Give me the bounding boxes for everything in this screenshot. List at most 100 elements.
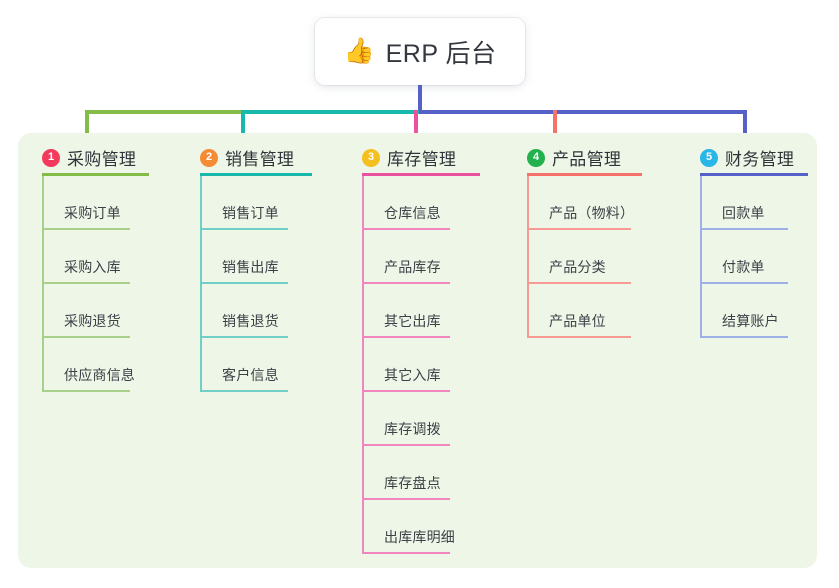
branch-spine (700, 176, 702, 338)
leaf-item[interactable]: 采购退货 (42, 304, 130, 338)
leaf-item[interactable]: 客户信息 (200, 358, 288, 392)
branch-number-badge: 1 (42, 148, 60, 167)
leaf-item-label: 采购订单 (64, 205, 121, 221)
leaf-item[interactable]: 产品库存 (362, 250, 450, 284)
branch-column-财务管理: 5 财务管理回款单付款单结算账户 (700, 133, 808, 588)
leaf-item-label: 产品单位 (549, 313, 606, 329)
leaf-item-rule (362, 336, 450, 338)
root-node-content: 👍 ERP 后台 (343, 34, 496, 70)
leaf-item[interactable]: 回款单 (700, 196, 788, 230)
leaf-item[interactable]: 出库库明细 (362, 520, 455, 554)
branch-title: 销售管理 (225, 150, 295, 169)
leaf-item-rule (700, 228, 788, 230)
leaf-item-rule (362, 498, 450, 500)
branch-header-rule (700, 173, 808, 176)
leaf-item-label: 销售退货 (222, 313, 279, 329)
branch-spine (527, 176, 529, 338)
leaf-item[interactable]: 销售出库 (200, 250, 288, 284)
branch-number-badge: 4 (527, 148, 545, 167)
branch-header-4[interactable]: 4 产品管理 (527, 145, 621, 170)
leaf-item-label: 其它入库 (384, 367, 441, 383)
leaf-item[interactable]: 产品单位 (527, 304, 631, 338)
leaf-item-label: 付款单 (722, 259, 765, 275)
branch-title: 采购管理 (67, 150, 137, 169)
leaf-item-rule (700, 336, 788, 338)
leaf-item-label: 销售订单 (222, 205, 279, 221)
branch-number-badge: 2 (200, 148, 218, 167)
leaf-item[interactable]: 库存调拨 (362, 412, 450, 446)
leaf-item[interactable]: 采购入库 (42, 250, 130, 284)
connector-segment-2 (241, 110, 419, 114)
leaf-item-rule (42, 390, 130, 392)
root-node-title: ERP 后台 (385, 39, 497, 68)
leaf-item-label: 客户信息 (222, 367, 279, 383)
connector-drop-4 (553, 110, 557, 139)
leaf-item[interactable]: 产品（物料） (527, 196, 635, 230)
connector-drop-1 (85, 110, 89, 139)
leaf-item-rule (362, 228, 450, 230)
leaf-item-rule (527, 282, 631, 284)
branch-number-badge: 5 (700, 148, 718, 167)
leaf-item-rule (527, 228, 631, 230)
leaf-item-label: 产品分类 (549, 259, 606, 275)
leaf-item-label: 其它出库 (384, 313, 441, 329)
leaf-item[interactable]: 其它入库 (362, 358, 450, 392)
branch-title: 财务管理 (725, 150, 795, 169)
branch-title: 库存管理 (387, 150, 457, 169)
connector-segment-1 (85, 110, 241, 114)
leaf-item-label: 仓库信息 (384, 205, 441, 221)
leaf-item[interactable]: 采购订单 (42, 196, 130, 230)
leaf-item[interactable]: 库存盘点 (362, 466, 450, 500)
branch-spine (42, 176, 44, 392)
branch-column-产品管理: 4 产品管理产品（物料） 产品分类产品单位 (527, 133, 642, 588)
leaf-item[interactable]: 仓库信息 (362, 196, 450, 230)
leaf-item-rule (200, 228, 288, 230)
leaf-item-rule (200, 390, 288, 392)
leaf-item-rule (362, 552, 450, 554)
root-node[interactable]: 👍 ERP 后台 (315, 18, 525, 85)
leaf-item[interactable]: 销售订单 (200, 196, 288, 230)
branch-header-2[interactable]: 2 销售管理 (200, 145, 294, 170)
leaf-item-rule (200, 336, 288, 338)
branch-header-1[interactable]: 1 采购管理 (42, 145, 136, 170)
branch-spine (200, 176, 202, 392)
leaf-item-label: 供应商信息 (64, 367, 135, 383)
leaf-item-rule (42, 228, 130, 230)
leaf-item-rule (200, 282, 288, 284)
leaf-item-rule (362, 444, 450, 446)
leaf-item-label: 库存调拨 (384, 421, 441, 437)
leaf-item-rule (527, 336, 631, 338)
connector-segment-3 (419, 110, 747, 114)
leaf-item-label: 结算账户 (722, 313, 779, 329)
leaf-item[interactable]: 销售退货 (200, 304, 288, 338)
leaf-item[interactable]: 其它出库 (362, 304, 450, 338)
branch-column-销售管理: 2 销售管理销售订单销售出库销售退货客户信息 (200, 133, 312, 588)
leaf-item-label: 采购入库 (64, 259, 121, 275)
connector-drop-2 (241, 110, 245, 139)
branch-spine (362, 176, 364, 554)
leaf-item-rule (700, 282, 788, 284)
leaf-item-label: 出库库明细 (384, 529, 455, 545)
branch-header-rule (527, 173, 642, 176)
leaf-item-label: 产品（物料） (549, 205, 635, 221)
branch-column-采购管理: 1 采购管理采购订单采购入库采购退货供应商信息 (42, 133, 149, 588)
root-stem-connector (418, 85, 422, 112)
branch-header-rule (362, 173, 480, 176)
branch-number-badge: 3 (362, 148, 380, 167)
leaf-item-rule (42, 282, 130, 284)
leaf-item-rule (362, 390, 450, 392)
leaf-item[interactable]: 供应商信息 (42, 358, 135, 392)
branch-title: 产品管理 (552, 150, 622, 169)
branch-header-rule (42, 173, 149, 176)
branch-header-rule (200, 173, 312, 176)
branch-header-5[interactable]: 5 财务管理 (700, 145, 794, 170)
connector-drop-3 (414, 110, 418, 139)
leaf-item[interactable]: 结算账户 (700, 304, 788, 338)
leaf-item-label: 库存盘点 (384, 475, 441, 491)
thumbs-up-icon: 👍 (343, 37, 375, 65)
branch-panel (18, 133, 817, 568)
leaf-item[interactable]: 付款单 (700, 250, 788, 284)
leaf-item[interactable]: 产品分类 (527, 250, 631, 284)
connector-drop-5 (743, 110, 747, 139)
branch-header-3[interactable]: 3 库存管理 (362, 145, 456, 170)
